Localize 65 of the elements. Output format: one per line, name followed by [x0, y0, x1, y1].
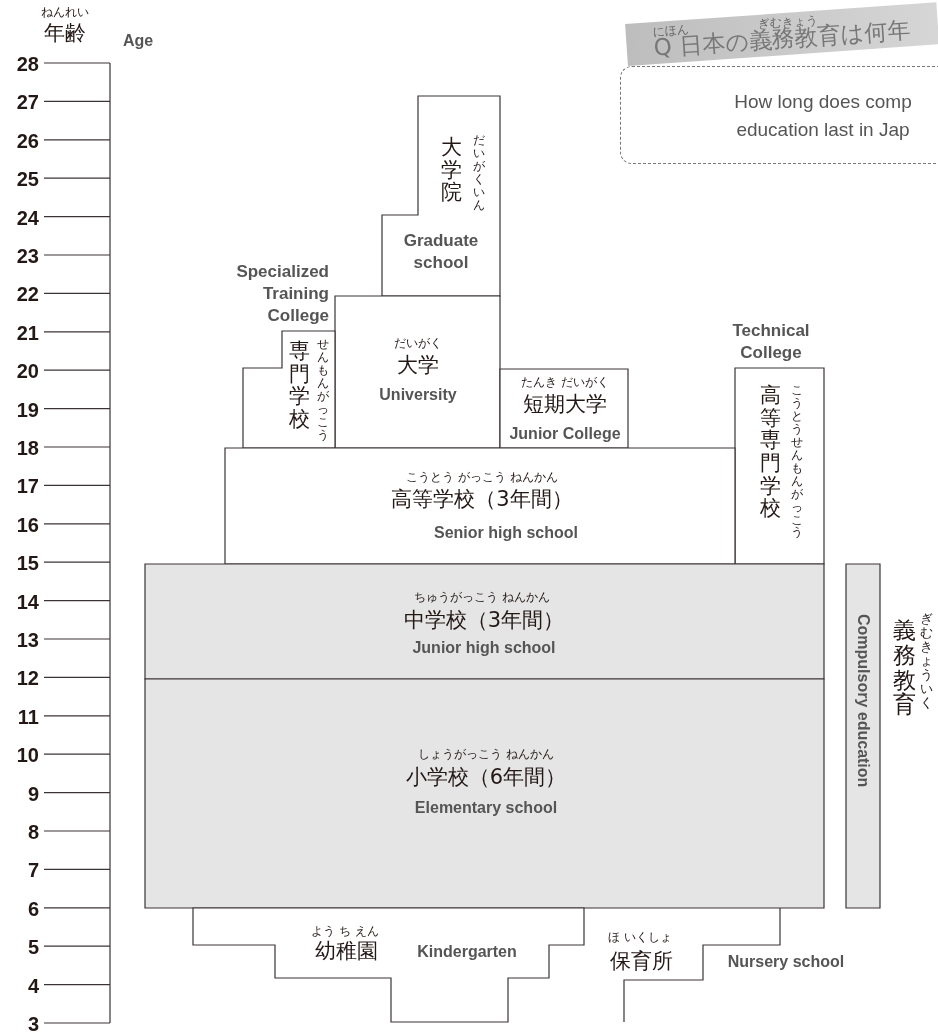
school-name: 中学校（3年間） — [403, 609, 565, 633]
age-number: 3 — [27, 1013, 39, 1035]
english-name: Junior high school — [412, 639, 556, 657]
age-number: 8 — [27, 821, 39, 843]
side-label: 義務教育 — [892, 618, 918, 718]
age-number: 16 — [16, 513, 39, 536]
age-number: 4 — [27, 974, 39, 997]
school-name: 大学院 — [441, 136, 463, 204]
age-number: 9 — [27, 782, 39, 805]
school-name: 小学校（6年間） — [405, 766, 567, 790]
age-number: 18 — [16, 437, 39, 459]
reading-ruby: ちゅうがっこう ねんかん — [414, 591, 550, 605]
english-name: Senior high school — [434, 524, 578, 542]
axis-title: Age — [123, 32, 154, 50]
age-number: 22 — [16, 283, 39, 306]
axis-title: 年齢 — [44, 22, 86, 46]
age-number: 27 — [16, 91, 39, 114]
reading-ruby: こうとうせんもんがっこう — [790, 384, 804, 540]
school-name: 専門学校 — [289, 340, 311, 431]
question-box — [620, 66, 938, 164]
age-number: 12 — [16, 667, 39, 690]
reading-ruby: よう ち えん — [311, 925, 379, 939]
english-name: Nursery school — [727, 953, 845, 971]
reading-ruby: こうとう がっこう ねんかん — [406, 471, 558, 485]
english-name: Compulsory education — [854, 614, 872, 788]
age-number: 11 — [17, 705, 39, 728]
reading-ruby: ねんれい — [41, 6, 89, 20]
age-number: 21 — [16, 321, 39, 344]
reading-ruby: ぎむきょういく — [920, 612, 934, 711]
question-text: How long does comp education last in Jap — [733, 90, 913, 142]
age-number: 26 — [16, 129, 39, 152]
age-number: 14 — [16, 590, 39, 613]
age-number: 15 — [16, 552, 39, 575]
age-number: 23 — [16, 245, 39, 267]
english-name: Graduate school — [402, 229, 480, 274]
age-number: 24 — [16, 206, 39, 229]
reading-ruby: だいがくいん — [472, 134, 486, 212]
age-number: 13 — [16, 629, 39, 651]
english-name: Elementary school — [414, 799, 558, 817]
age-number: 5 — [27, 936, 39, 959]
reading-ruby: せんもんがっこう — [316, 338, 330, 442]
age-number: 19 — [16, 398, 39, 421]
reading-ruby: たんき だいがく — [521, 376, 609, 390]
reading-ruby: ほ いくしょ — [608, 931, 672, 945]
school-name: 高等専門学校 — [760, 384, 782, 521]
age-number: 25 — [16, 168, 39, 191]
school-name: 大学 — [397, 354, 439, 378]
question-band — [625, 2, 938, 66]
heading: Specialized Training College — [235, 260, 329, 328]
age-number: 10 — [16, 744, 39, 767]
school-name: 幼稚園 — [314, 940, 378, 964]
english-name: University — [379, 386, 457, 404]
english-name: Kindergarten — [417, 943, 517, 961]
reading-ruby: だいがく — [394, 337, 442, 351]
reading-ruby: しょうがっこう ねんかん — [418, 748, 554, 762]
age-number: 20 — [16, 360, 39, 383]
school-name: 保育所 — [609, 950, 673, 974]
age-number: 17 — [16, 475, 39, 498]
age-number: 28 — [16, 53, 39, 75]
heading: Technical College — [731, 319, 811, 364]
school-name: 短期大学 — [523, 393, 607, 417]
age-number: 7 — [27, 859, 39, 882]
school-name: 高等学校（3年間） — [391, 488, 573, 512]
age-number: 6 — [27, 897, 39, 920]
english-name: Junior College — [509, 425, 621, 443]
